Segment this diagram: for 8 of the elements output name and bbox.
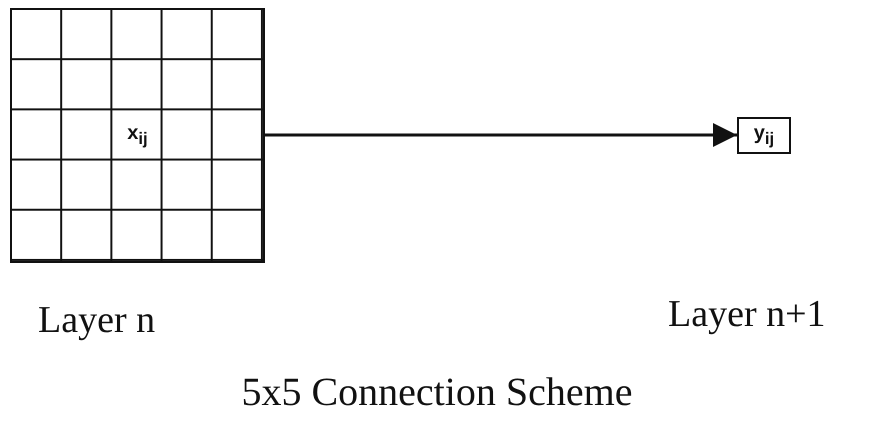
variable-label: x$_{ij}$	[127, 122, 148, 149]
output-unit-box	[737, 117, 791, 154]
caption: 5x5 Connection Scheme	[240, 368, 634, 415]
grid-layer	[10, 8, 265, 263]
layer-label: Layer n+1	[668, 292, 826, 336]
layer-label: Layer n	[38, 298, 156, 342]
arrow	[265, 123, 737, 147]
variable-label: y$_{ij}$	[754, 122, 774, 149]
